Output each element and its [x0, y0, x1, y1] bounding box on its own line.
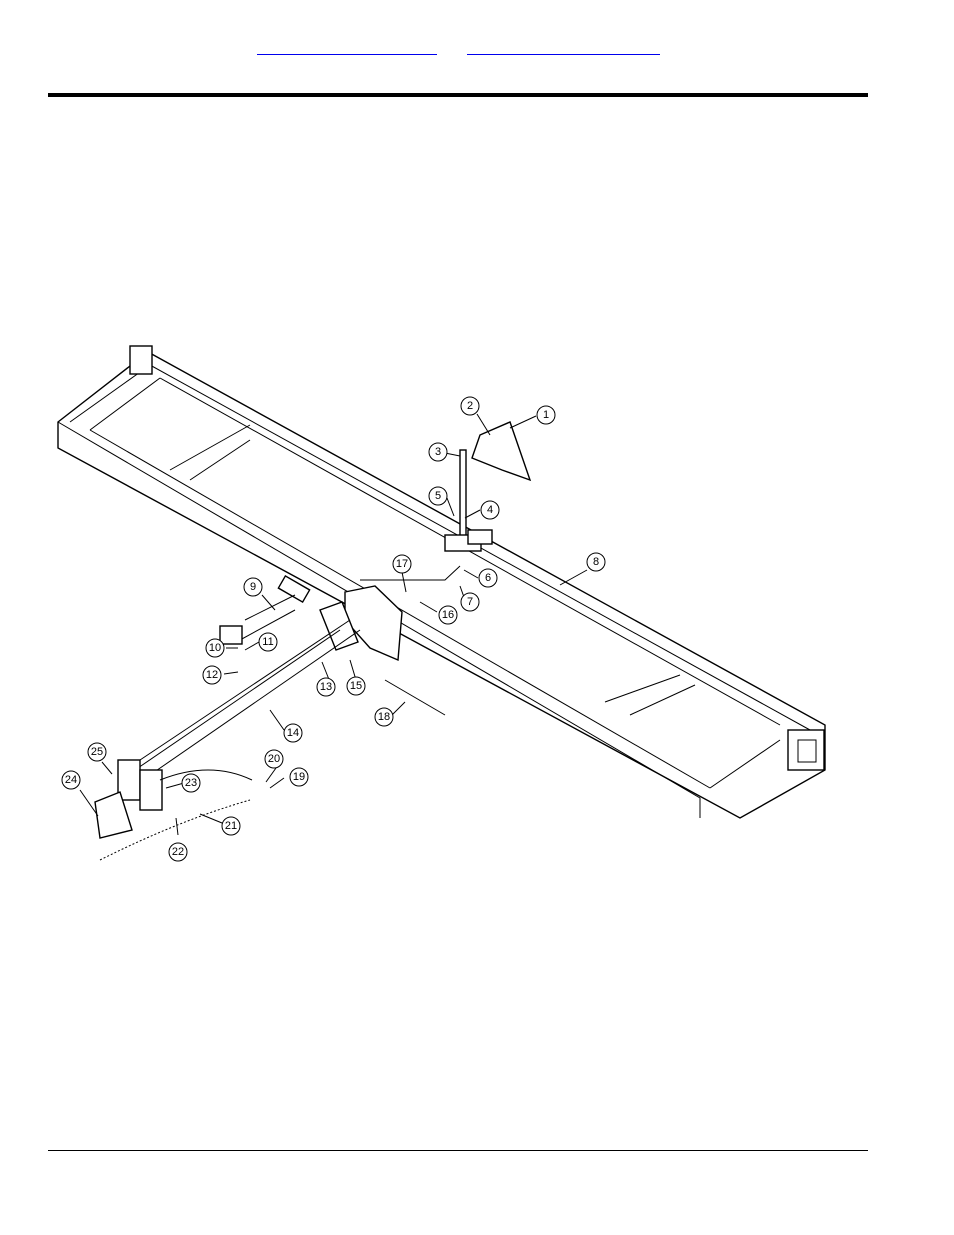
header-link-1[interactable]: [257, 40, 437, 55]
callout-9: 9: [244, 578, 262, 596]
callout-25-label: 25: [91, 746, 103, 758]
callout-20-label: 20: [268, 753, 280, 765]
callout-21: 21: [222, 817, 240, 835]
callout-15-label: 15: [350, 680, 362, 692]
callout-7: 7: [461, 593, 479, 611]
header-link-2[interactable]: [467, 40, 660, 55]
callout-8-label: 8: [593, 556, 599, 568]
callout-24: 24: [62, 771, 80, 789]
callout-10: 10: [206, 639, 224, 657]
callout-22: 22: [169, 843, 187, 861]
callout-24-label: 24: [65, 774, 77, 786]
callout-2: 2: [461, 397, 479, 415]
footer-rule: [48, 1150, 868, 1151]
callout-13-label: 13: [320, 681, 332, 693]
callout-1-label: 1: [543, 409, 549, 421]
callout-12-label: 12: [206, 669, 218, 681]
callout-12: 12: [203, 666, 221, 684]
callout-23-label: 23: [185, 777, 197, 789]
callout-14-label: 14: [287, 727, 299, 739]
callout-5: 5: [429, 487, 447, 505]
callout-18: 18: [375, 708, 393, 726]
main-frame: [58, 346, 825, 818]
callout-4-label: 4: [487, 504, 493, 516]
callout-11: 11: [259, 633, 277, 651]
callout-18-label: 18: [378, 711, 390, 723]
callout-1: 1: [537, 406, 555, 424]
parts-diagram: 1 2 3 4 5 6 7 8 9 10 11 12 13 14 15 16 1…: [40, 330, 840, 890]
callout-11-label: 11: [262, 636, 273, 648]
header-rule: [48, 93, 868, 97]
callout-17: 17: [393, 555, 411, 573]
callout-13: 13: [317, 678, 335, 696]
callout-19-label: 19: [293, 771, 305, 783]
callout-10-label: 10: [209, 642, 221, 654]
callout-23: 23: [182, 774, 200, 792]
callout-2-label: 2: [467, 400, 473, 412]
callout-17-label: 17: [396, 558, 408, 570]
callout-22-label: 22: [172, 846, 184, 858]
callout-16: 16: [439, 606, 457, 624]
callout-9-label: 9: [250, 581, 256, 593]
callout-7-label: 7: [467, 596, 473, 608]
callout-6-label: 6: [485, 572, 491, 584]
callout-6: 6: [479, 569, 497, 587]
callout-3-label: 3: [435, 446, 441, 458]
callout-16-label: 16: [442, 609, 454, 621]
callout-20: 20: [265, 750, 283, 768]
callout-8: 8: [587, 553, 605, 571]
callout-21-label: 21: [225, 820, 237, 832]
callout-25: 25: [88, 743, 106, 761]
callout-14: 14: [284, 724, 302, 742]
callout-3: 3: [429, 443, 447, 461]
callout-5-label: 5: [435, 490, 441, 502]
callout-15: 15: [347, 677, 365, 695]
callout-4: 4: [481, 501, 499, 519]
callout-19: 19: [290, 768, 308, 786]
